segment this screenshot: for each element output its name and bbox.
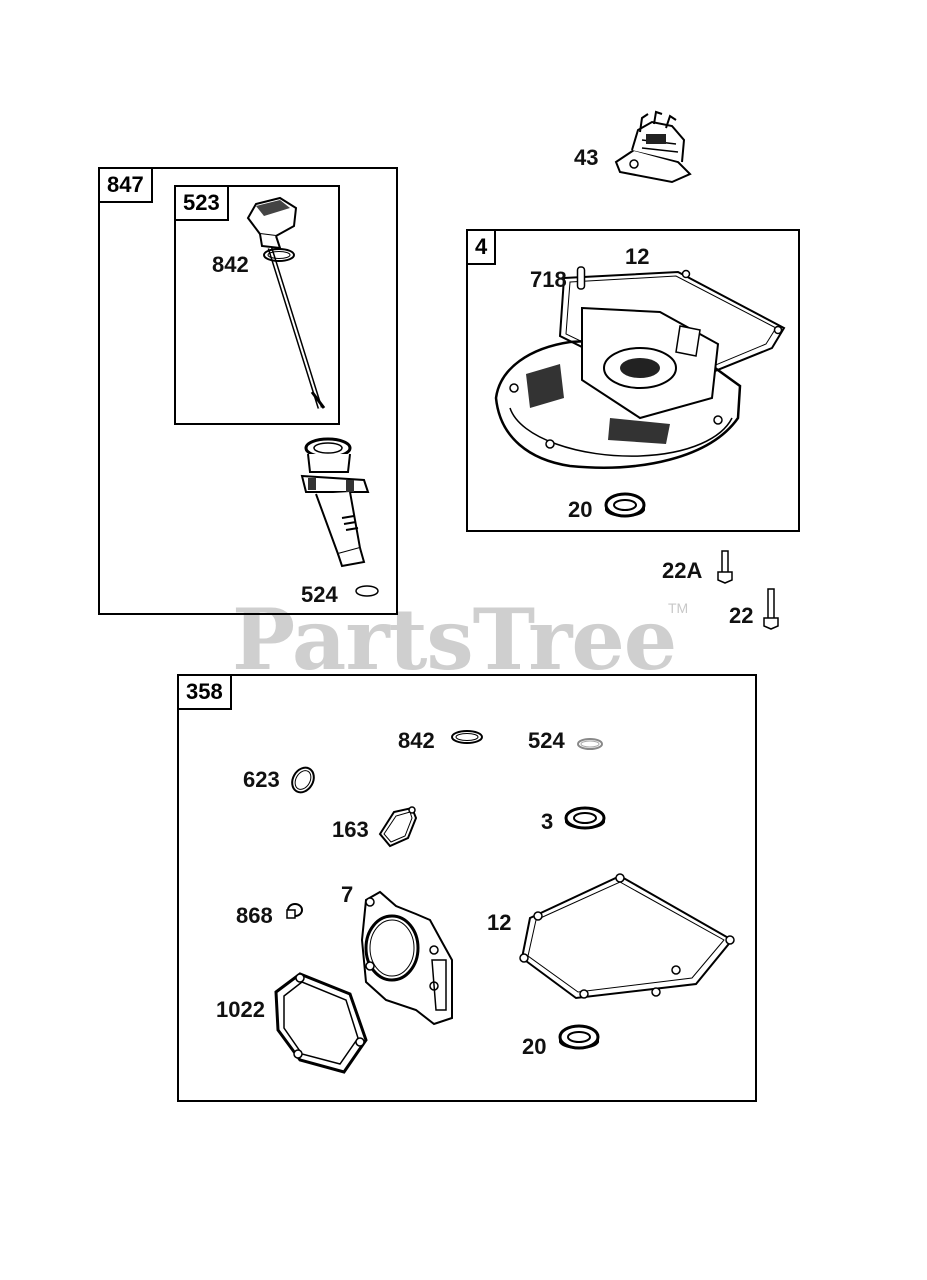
- assembly-box-358[interactable]: 358: [177, 674, 757, 1102]
- callout-22: 22: [729, 603, 754, 628]
- gasket-163-drawing[interactable]: [374, 804, 420, 850]
- oil-seal-3-drawing[interactable]: [564, 806, 606, 834]
- callout-12-box4: 12: [625, 244, 650, 269]
- dowel-pin-718-drawing[interactable]: [576, 266, 586, 290]
- callout-12-kit: 12: [487, 910, 512, 935]
- crankcase-cover-drawing[interactable]: [490, 268, 790, 476]
- o-ring-524-drawing[interactable]: [354, 584, 380, 598]
- oil-seal-20-box4-drawing[interactable]: [604, 492, 646, 522]
- callout-43: 43: [574, 145, 599, 170]
- callout-868: 868: [236, 903, 273, 928]
- callout-3: 3: [541, 809, 554, 834]
- callout-163: 163: [332, 817, 369, 842]
- callout-7: 7: [341, 882, 354, 907]
- o-ring-623-drawing[interactable]: [289, 764, 317, 796]
- assembly-box-4[interactable]: 4: [466, 229, 800, 532]
- o-ring-524-gasket-kit-drawing[interactable]: [576, 736, 604, 752]
- callout-718: 718: [530, 267, 567, 292]
- head-gasket-7-drawing[interactable]: [356, 890, 456, 1026]
- watermark-text: PartsTree: [232, 590, 677, 689]
- breather-868-drawing[interactable]: [284, 902, 304, 920]
- gasket-1022-drawing[interactable]: [270, 970, 370, 1076]
- o-ring-842-gasket-kit-drawing[interactable]: [450, 728, 484, 746]
- callout-842-top: 842: [212, 252, 249, 277]
- governor-bracket-drawing[interactable]: [612, 110, 696, 186]
- dipstick-drawing[interactable]: [240, 196, 330, 416]
- oil-seal-20-kit-drawing[interactable]: [558, 1024, 600, 1054]
- callout-524-kit: 524: [528, 728, 565, 753]
- box-label-4: 4: [466, 229, 497, 265]
- o-ring-842-drawing[interactable]: [262, 247, 296, 263]
- assembly-box-523[interactable]: 523: [174, 185, 340, 425]
- box-label-847: 847: [98, 167, 153, 203]
- box-label-523: 523: [174, 185, 229, 221]
- dipstick-tube-drawing[interactable]: [298, 436, 380, 586]
- trademark-mark: TM: [668, 600, 689, 616]
- callout-1022: 1022: [216, 997, 265, 1022]
- box-label-358: 358: [177, 674, 232, 710]
- assembly-box-847[interactable]: 847: [98, 167, 398, 615]
- bolt-22-drawing[interactable]: [762, 588, 780, 630]
- callout-842-kit: 842: [398, 728, 435, 753]
- callout-524-box847: 524: [301, 582, 338, 607]
- callout-20-box4: 20: [568, 497, 593, 522]
- callout-22A: 22A: [662, 558, 703, 583]
- bolt-22A-drawing[interactable]: [716, 550, 734, 584]
- callout-623: 623: [243, 767, 280, 792]
- gasket-12-kit-drawing[interactable]: [516, 873, 738, 1000]
- callout-20-kit: 20: [522, 1034, 547, 1059]
